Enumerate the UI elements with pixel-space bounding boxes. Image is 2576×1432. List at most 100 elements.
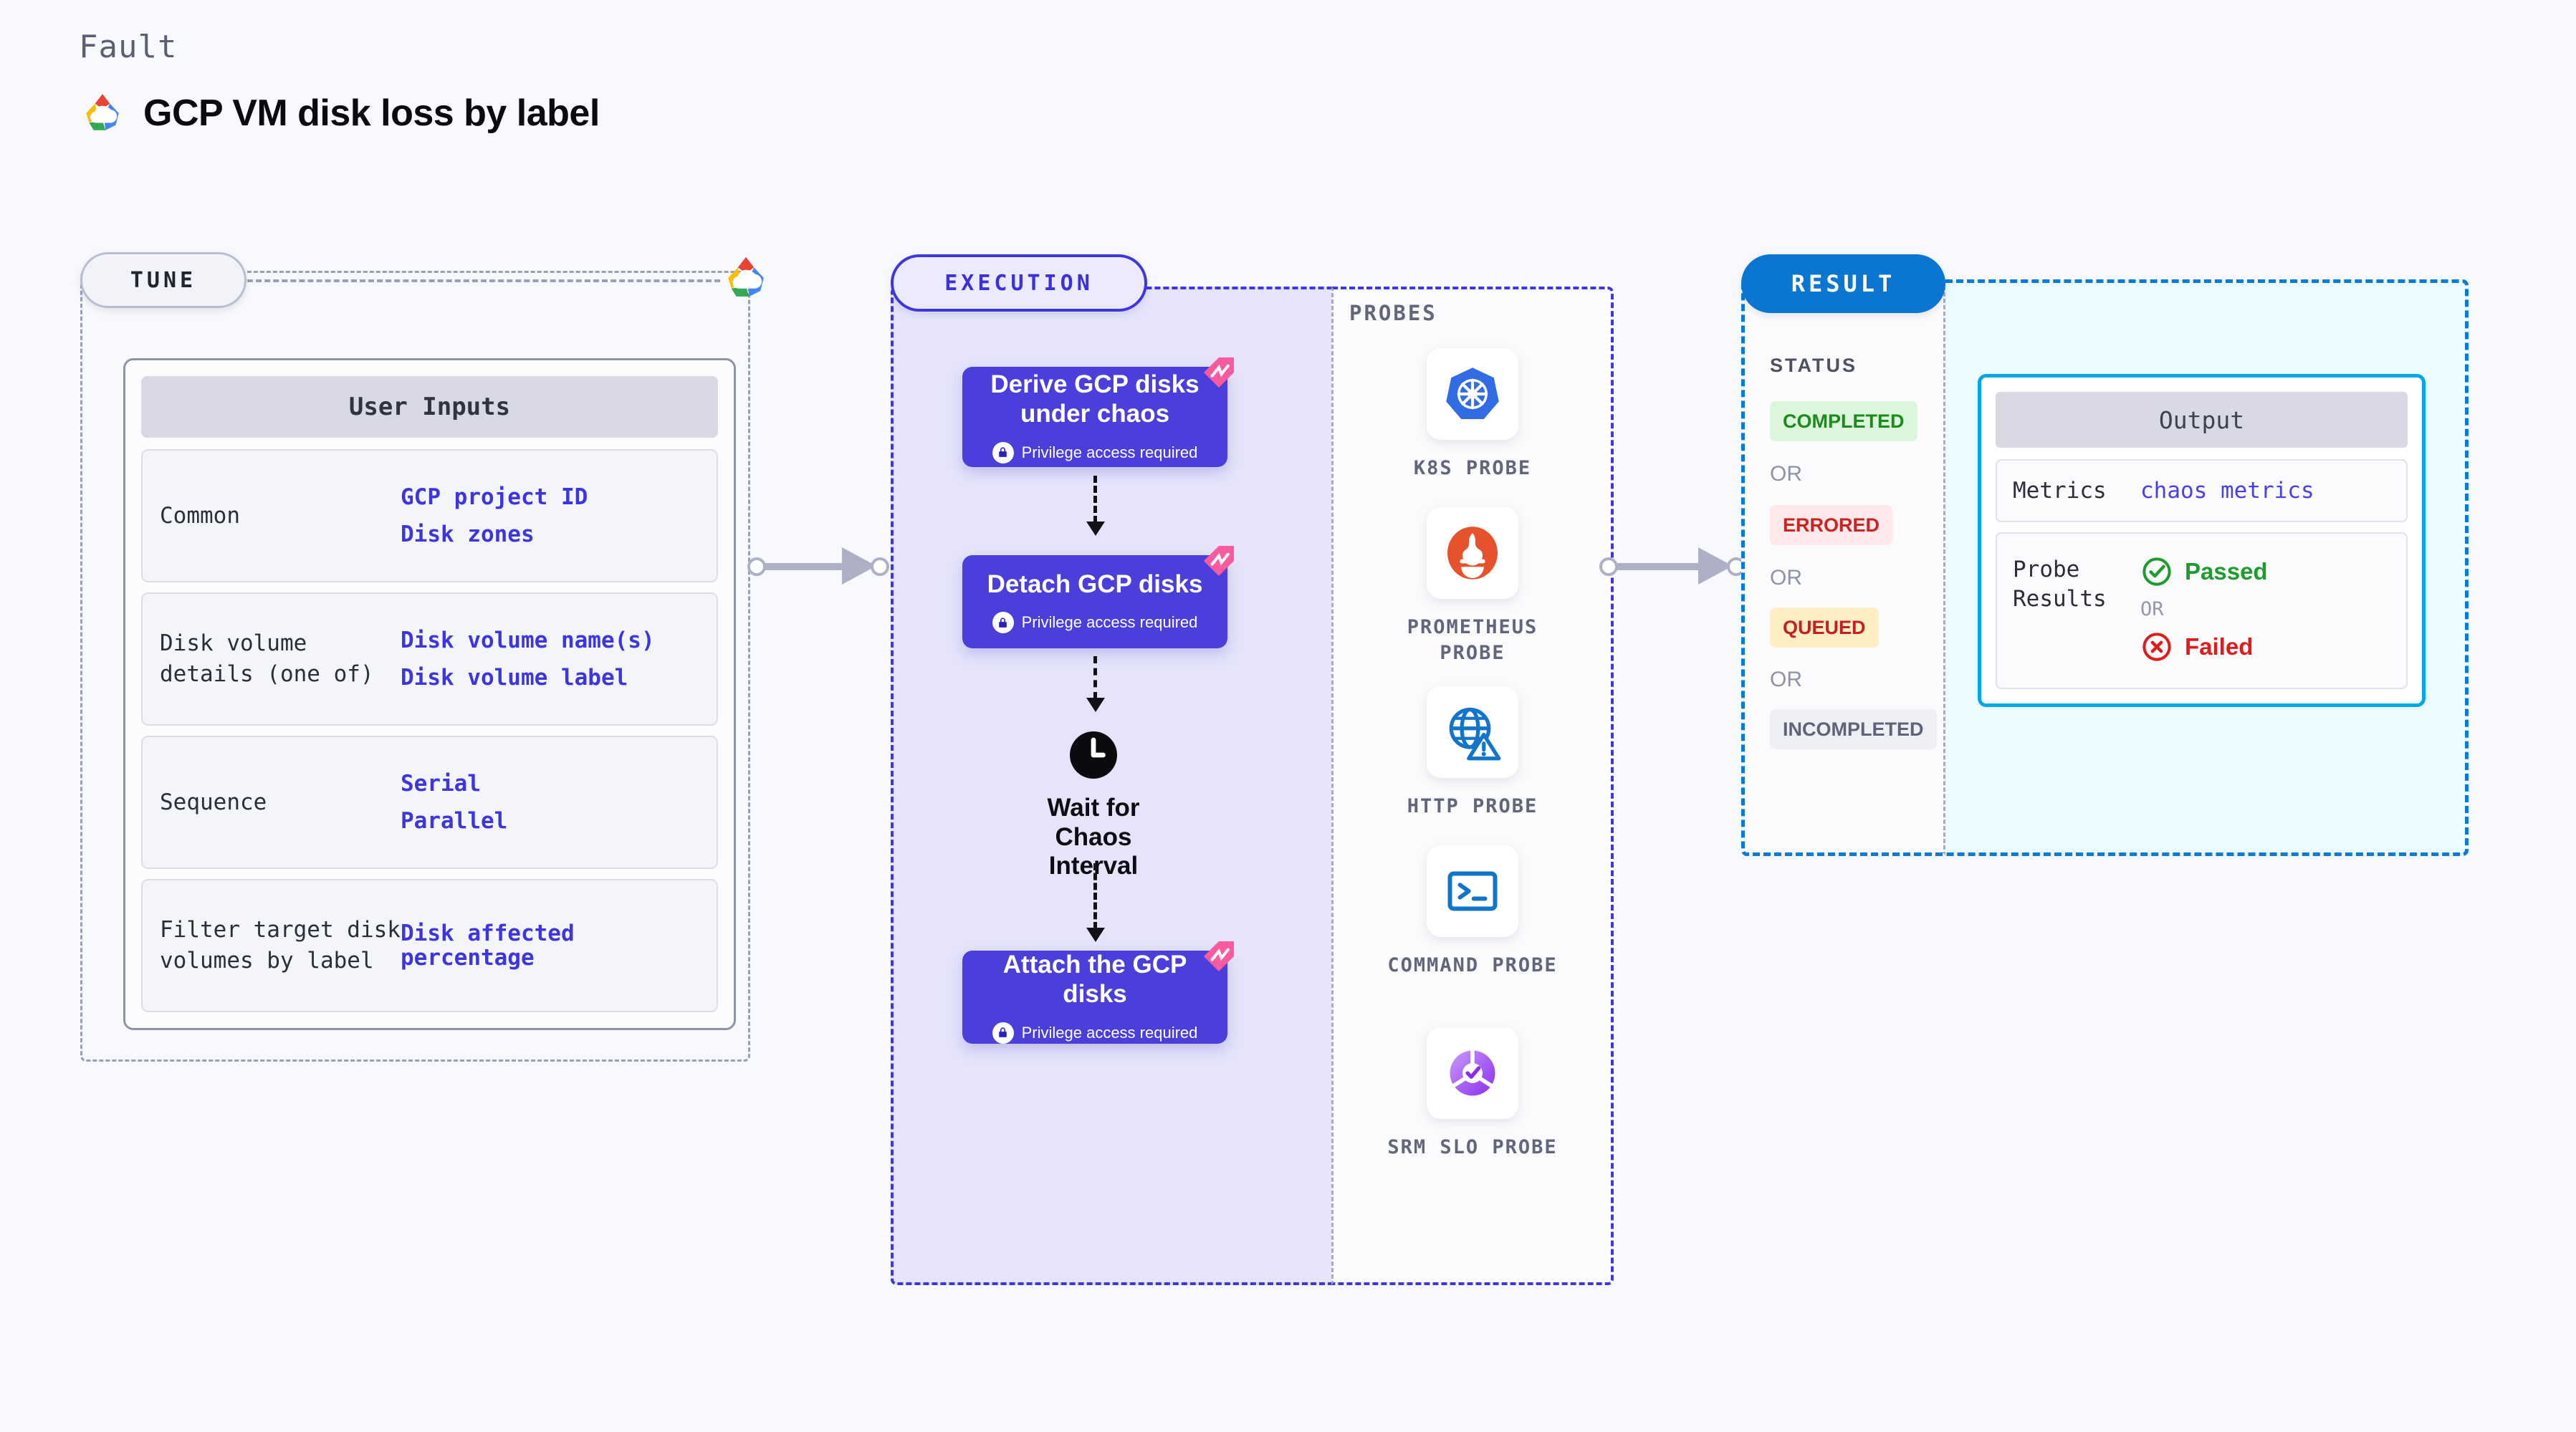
tune-value[interactable]: GCP project ID — [401, 484, 588, 510]
arrow-tip — [1086, 698, 1105, 712]
execution-node-title: Derive GCP disks under chaos — [990, 370, 1200, 428]
page-title: GCP VM disk loss by label — [143, 92, 600, 134]
connector-start-dot — [747, 557, 766, 576]
probe-result-or: OR — [2140, 598, 2164, 621]
execution-node-detach-gcp-disks[interactable]: Detach GCP disks Privilege access requir… — [962, 546, 1234, 648]
clock-icon — [1070, 731, 1117, 779]
output-card: Output Metrics chaos metrics Probe Resul… — [1978, 374, 2426, 708]
execution-node-title: Detach GCP disks — [987, 570, 1203, 598]
probe-label: COMMAND PROBE — [1387, 954, 1558, 976]
tune-value[interactable]: Disk affected percentage — [401, 920, 575, 971]
execution-node-derive-gcp-disks[interactable]: Derive GCP disks under chaos Privilege a… — [962, 357, 1234, 467]
tune-row-common[interactable]: Common GCP project ID Disk zones — [141, 449, 718, 582]
probe-tile — [1427, 686, 1518, 778]
connector-tune-to-execution — [747, 544, 898, 587]
tune-pill[interactable]: TUNE — [80, 252, 246, 308]
passed-label: Passed — [2185, 558, 2268, 585]
lock-icon — [992, 1022, 1014, 1044]
probe-command[interactable]: COMMAND PROBE — [1385, 845, 1560, 979]
lock-icon — [992, 612, 1014, 634]
gcp-cloud-icon — [86, 94, 119, 130]
tune-row-filter-target[interactable]: Filter target disk volumes by label Disk… — [141, 879, 718, 1012]
check-circle-icon — [2142, 557, 2171, 586]
user-inputs-title: User Inputs — [141, 376, 718, 438]
probe-result-values: Passed OR Failed — [2140, 555, 2268, 663]
harness-chaos-icon — [1204, 357, 1234, 388]
probes-section-label: PROBES — [1349, 301, 1437, 325]
terminal-icon — [1447, 871, 1498, 911]
probe-label: HTTP PROBE — [1407, 795, 1538, 817]
status-or-1: OR — [1770, 462, 1802, 486]
flow-arrow-2 — [1086, 656, 1105, 712]
status-badge-incompleted: INCOMPLETED — [1770, 709, 1937, 749]
prometheus-icon — [1447, 527, 1498, 580]
tune-row-values: Disk volume name(s) Disk volume label — [401, 628, 655, 690]
wait-for-chaos-interval-node[interactable]: Wait for Chaos Interval — [1007, 729, 1179, 881]
flow-arrow-3 — [1086, 863, 1105, 942]
fault-title-row: GCP VM disk loss by label — [79, 90, 600, 137]
http-globe-warning-icon — [1449, 707, 1501, 761]
fault-kicker: Fault — [79, 29, 178, 65]
tune-row-key: Common — [160, 502, 240, 529]
x-circle-icon — [2142, 633, 2171, 661]
probe-tile — [1427, 845, 1518, 937]
probe-result-failed: Failed — [2140, 630, 2268, 663]
status-badge-queued: QUEUED — [1770, 607, 1879, 648]
probe-tile — [1427, 1027, 1518, 1119]
kubernetes-icon — [1446, 367, 1499, 419]
tune-value[interactable]: Disk volume label — [401, 665, 628, 691]
privilege-text: Privilege access required — [1021, 1023, 1198, 1042]
probe-result-passed: Passed — [2140, 555, 2268, 588]
arrow-stem — [1093, 476, 1097, 523]
probe-prometheus[interactable]: PROMETHEUS PROBE — [1385, 507, 1560, 667]
tune-row-sequence[interactable]: Sequence Serial Parallel — [141, 736, 718, 869]
tune-row-key: Disk volume details (one of) — [160, 630, 374, 687]
privilege-note: Privilege access required — [992, 612, 1197, 634]
tune-value[interactable]: Serial — [401, 770, 481, 797]
tune-value[interactable]: Disk volume name(s) — [401, 627, 655, 653]
tune-panel — [80, 271, 750, 1062]
tune-value[interactable]: Disk zones — [401, 522, 535, 547]
user-inputs-card: User Inputs Common GCP project ID Disk z… — [123, 358, 736, 1030]
status-badge-completed: COMPLETED — [1770, 401, 1917, 441]
status-section-label: STATUS — [1770, 355, 1857, 376]
arrow-tip — [1086, 522, 1105, 536]
srm-slo-icon — [1450, 1050, 1495, 1096]
output-row-probe-results[interactable]: Probe Results Passed OR Failed — [1996, 532, 2408, 690]
tune-row-key: Sequence — [160, 789, 267, 815]
gcp-cloud-icon — [728, 256, 764, 297]
failed-label: Failed — [2185, 633, 2254, 660]
result-status-panel — [1741, 279, 1945, 856]
execution-node-attach-gcp-disks[interactable]: Attach the GCP disks Privilege access re… — [962, 941, 1234, 1044]
tune-row-key: Filter target disk volumes by label — [160, 917, 401, 974]
connector-execution-to-result — [1599, 544, 1753, 587]
probe-tile — [1427, 507, 1518, 599]
tune-row-disk-volume-details[interactable]: Disk volume details (one of) Disk volume… — [141, 592, 718, 726]
connector-line — [760, 563, 853, 570]
privilege-text: Privilege access required — [1021, 443, 1198, 461]
privilege-note: Privilege access required — [992, 441, 1198, 463]
probe-k8s[interactable]: K8S PROBE — [1385, 348, 1560, 481]
execution-pill[interactable]: EXECUTION — [891, 254, 1147, 312]
status-badge-errored: ERRORED — [1770, 505, 1893, 545]
harness-chaos-icon — [1204, 941, 1234, 971]
probe-srm-slo[interactable]: SRM SLO PROBE — [1385, 1027, 1560, 1161]
chaos-metrics-link[interactable]: chaos metrics — [2140, 478, 2314, 504]
probe-label: SRM SLO PROBE — [1387, 1136, 1558, 1158]
connector-end-dot — [871, 557, 889, 576]
flow-arrow-1 — [1086, 476, 1105, 536]
connector-line — [1612, 563, 1709, 570]
probe-label: PROMETHEUS PROBE — [1407, 616, 1538, 665]
privilege-note: Privilege access required — [992, 1022, 1198, 1044]
probe-label: K8S PROBE — [1413, 457, 1532, 479]
probe-http[interactable]: HTTP PROBE — [1385, 686, 1560, 820]
tune-value[interactable]: Parallel — [401, 808, 508, 834]
arrow-tip — [1086, 928, 1105, 942]
execution-node-title: Attach the GCP disks — [1002, 951, 1187, 1008]
arrow-stem — [1093, 656, 1097, 699]
output-row-metrics[interactable]: Metrics chaos metrics — [1996, 459, 2408, 523]
result-pill[interactable]: RESULT — [1741, 254, 1945, 313]
lock-icon — [992, 441, 1014, 463]
output-row-key: Probe Results — [2013, 557, 2107, 612]
